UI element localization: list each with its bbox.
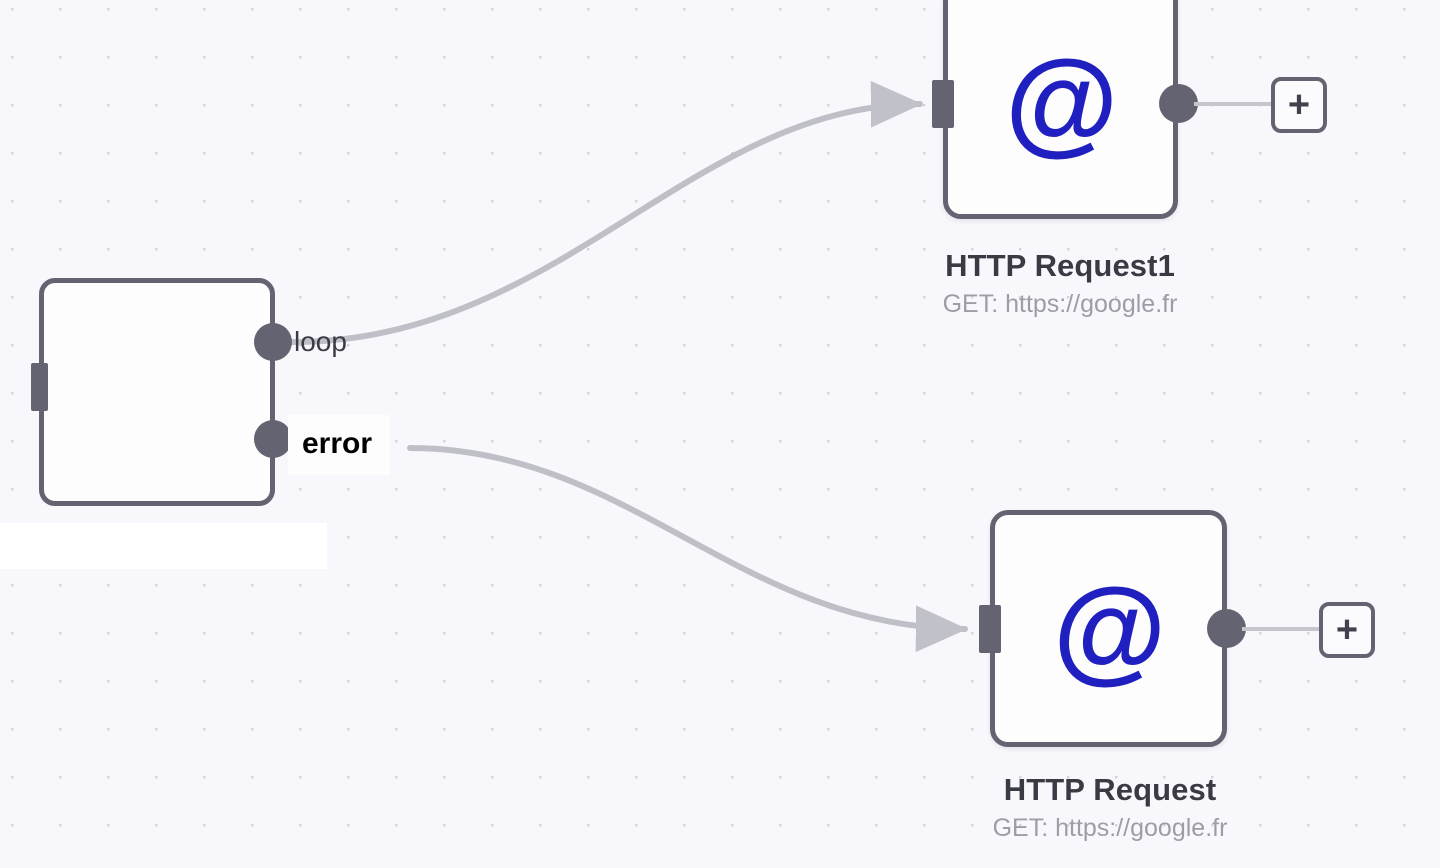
port-label-loop: loop: [294, 326, 347, 357]
http-request1-input-port[interactable]: [932, 80, 954, 128]
http-request1-add-node-button[interactable]: +: [1271, 77, 1327, 133]
http-request1-caption: HTTP Request1 GET: https://google.fr: [860, 248, 1260, 319]
at-icon: @: [1053, 563, 1166, 694]
node-http-request[interactable]: @: [990, 510, 1227, 747]
http-request1-output-port[interactable]: [1159, 84, 1198, 123]
loop-node-caption-plate: [0, 523, 327, 569]
node-loop[interactable]: [39, 278, 275, 506]
http-request-caption: HTTP Request GET: https://google.fr: [910, 772, 1310, 843]
loop-node-output-port-loop[interactable]: [254, 323, 292, 361]
http-request1-subtitle: GET: https://google.fr: [942, 290, 1178, 318]
node-http-request1[interactable]: @: [943, 0, 1178, 219]
http-request-subtitle: GET: https://google.fr: [992, 814, 1228, 842]
http-request-output-port[interactable]: [1207, 609, 1246, 648]
http-request-title: HTTP Request: [1003, 772, 1217, 807]
http-request1-add-connector-line: [1194, 102, 1278, 106]
loop-node-input-port[interactable]: [31, 363, 48, 411]
http-request1-title: HTTP Request1: [945, 248, 1175, 283]
http-request-add-node-button[interactable]: +: [1319, 602, 1375, 658]
edge-error-to-http-request[interactable]: [407, 445, 968, 653]
loop-node-output-port-error[interactable]: [254, 420, 292, 458]
http-request-input-port[interactable]: [979, 605, 1001, 653]
at-icon: @: [1005, 35, 1118, 166]
edge-loop-to-http-request1[interactable]: [289, 80, 923, 345]
port-label-error: error: [288, 415, 391, 475]
http-request-add-connector-line: [1242, 627, 1326, 631]
